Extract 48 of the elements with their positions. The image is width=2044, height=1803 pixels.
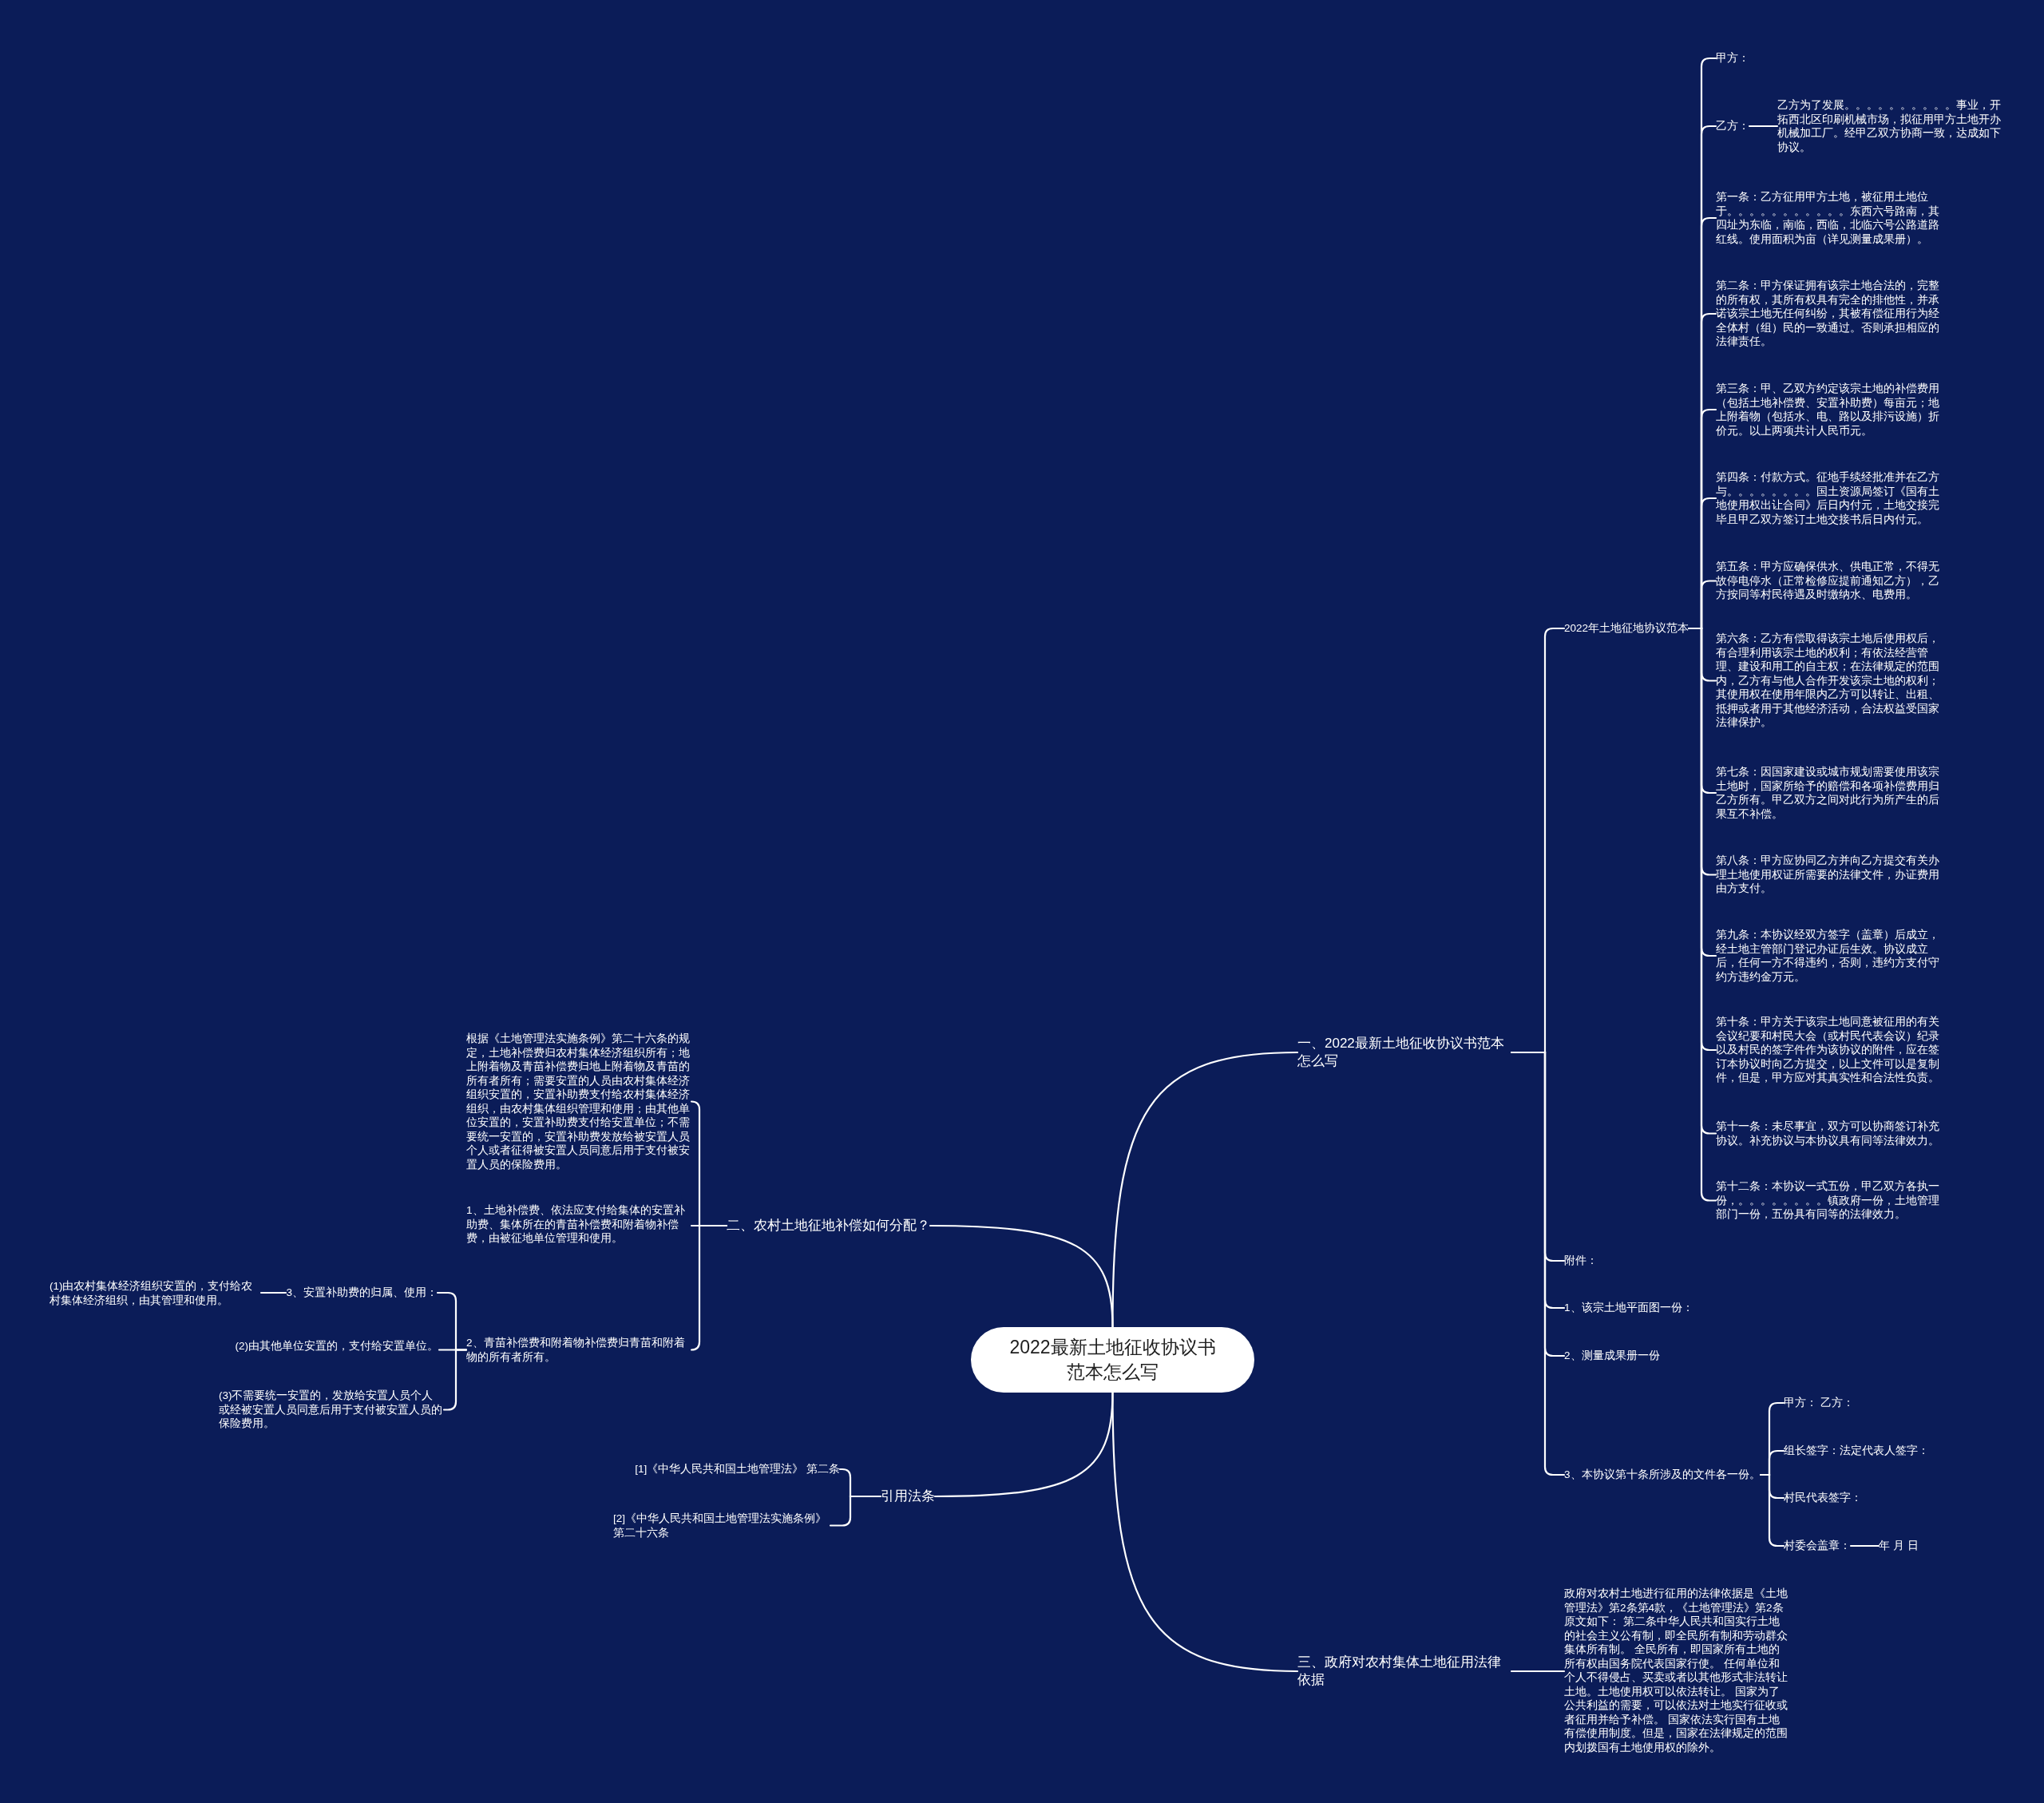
subtopic-text: 第四条：付款方式。征地手续经批准并在乙方与。。。。。。。。国土资源局签订《国有土地使用权出让合同》后日内付元，土地交接完毕且甲乙双方签订土地交接书后日内付元。 (1716, 470, 1941, 527)
subtopic-text: 年 月 日 (1879, 1539, 1919, 1553)
subtopic-text: 第八条：甲方应协同乙方并向乙方提交有关办理土地使用权证所需要的法律文件，办证费用由方支付。 (1716, 854, 1941, 896)
subtopic-text: 2、青苗补偿费和附着物补偿费归青苗和附着物的所有者所有。 (466, 1336, 691, 1365)
subtopic-text: 乙方为了发展。。。。。。。。。。事业，开拓西北区印刷机械市场，拟征用甲方土地开办机械加工厂。经甲乙双方协商一致，达成如下协议。 (1777, 98, 2002, 155)
connector-line (1748, 125, 1779, 128)
subtopic-text: 根据《土地管理法实施条例》第二十六条的规定，土地补偿费归农村集体经济组织所有；地上附着物及青苗补偿费归地上附着物及青苗的所有者所有；需要安置的人员由农村集体经济组织安置的，安置补助费支付给农村集体经济组织，由农村集体组织管理和使用；由其他单位安置的，安置补助费支付给安置单位；不需要统一安置的，安置补助费发放给被安置人员个人或者征得被安置人员同意后用于支付被安置人员的保险费用。 (466, 1032, 691, 1172)
central-topic: 2022最新土地征收协议书范本怎么写 (971, 1327, 1254, 1393)
connector-line (829, 1495, 882, 1527)
subtopic-text: 第十条：甲方关于该宗土地同意被征用的有关会议纪要和村民大会（或村民代表会议）纪录以及村民的签字件作为该协议的附件，应在签订本协议时向乙方提交，以上文件可以是复制件，但是，甲方应对其真实性和合法性负责。 (1716, 1015, 1941, 1085)
subtopic-text: 第三条：甲、乙双方约定该宗土地的补偿费用（包括土地补偿费、安置补助费）每亩元；地上附着物（包括水、电、路以及排污设施）折价元。以上两项共计人民币元。 (1716, 382, 1941, 438)
subtopic-text: 2、测量成果册一份 (1564, 1349, 1660, 1363)
subtopic-text: 1、该宗土地平面图一份： (1564, 1301, 1693, 1315)
subtopic-text: 组长签字：法定代表人签字： (1784, 1444, 1929, 1458)
subtopic-text: 1、土地补偿费、依法应支付给集体的安置补助费、集体所在的青苗补偿费和附着物补偿费，由被征地单位管理和使用。 (466, 1203, 691, 1246)
connector-line (1849, 1544, 1880, 1547)
subtopic-text: 第九条：本协议经双方签字（盖章）后成立，经土地主管部门登记办证后生效。协议成立后，任何一方不得违约，否则，违约方支付守约方违约金万元。 (1716, 928, 1941, 985)
subtopic-text: 第五条：甲方应确保供水、供电正常，不得无故停电停水（正常检修应提前通知乙方），乙方按同等村民待遇及时缴纳水、电费用。 (1716, 560, 1941, 602)
subtopic-text: (3)不需要统一安置的，发放给安置人员个人或经被安置人员同意后用于支付被安置人员的保险费用。 (219, 1389, 444, 1431)
branch-curve (933, 1391, 1114, 1498)
branch-curve (929, 1224, 1114, 1329)
connector-line (690, 1224, 728, 1351)
subtopic-text: 村委会盖章： (1784, 1539, 1851, 1553)
subtopic-text: 甲方： (1716, 51, 1749, 65)
subtopic-text: 第十一条：未尽事宜，双方可以协商签订补充协议。补充协议与本协议具有同等法律效力。 (1716, 1119, 1941, 1148)
subtopic-text: 政府对农村土地进行征用的法律依据是《土地管理法》第2条第4款，《土地管理法》第2条原文如下： 第二条中华人民共和国实行土地的社会主义公有制，即全民所有制和劳动群众集体所有制。 全民所有，即国家所有土地的所有权由国务院代表国家行使。 任何单位和个人不得侵占、买卖或者以其他形式非法转让土地。土地使用权可以依法转让。 国家为了公共利益的需要，可以依法对土地实行征收或者征用并给予补偿。 国家依法实行国有土地有偿使用制度。但是，国家在法律规定的范围内划拨国有土地使用权的除外。 (1564, 1587, 1789, 1755)
subtopic-text: 第一条：乙方征用甲方土地，被征用土地位于。。。。。。。。。。。东西六号路南，其四址为东临，南临，西临，北临六号公路道路红线。使用面积为亩（详见测量成果册）。 (1716, 190, 1941, 247)
subtopic-text: 村民代表签字： (1784, 1491, 1862, 1505)
subtopic-text: (1)由农村集体经济组织安置的，支付给农村集体经济组织，由其管理和使用。 (50, 1279, 261, 1308)
branch-topic: 一、2022最新土地征收协议书范本怎么写 (1297, 1035, 1511, 1071)
subtopic-text: (2)由其他单位安置的，支付给安置单位。 (235, 1339, 438, 1353)
subtopic-text: 第二条：甲方保证拥有该宗土地合法的，完整的所有权，其所有权具有完全的排他性，并承诺该宗土地无任何纠纷，其被有偿征用行为经全体村（组）民的一致通过。否则承担相应的法律责任。 (1716, 279, 1941, 349)
subtopic-text: 第七条：因国家建设或城市规划需要使用该宗土地时，国家所给予的赔偿和各项补偿费用归乙方所有。甲乙双方之间对此行为所产生的后果互不补偿。 (1716, 765, 1941, 822)
subtopic-text: 附件： (1564, 1254, 1598, 1268)
subtopic-text: [1]《中华人民共和国土地管理法》 第二条 (635, 1462, 840, 1476)
subtopic-text: 2022年土地征地协议范本 (1564, 621, 1689, 636)
connector-line (1510, 1670, 1566, 1673)
branch-topic: 三、政府对农村集体土地征用法律依据 (1297, 1654, 1511, 1690)
connector-line (259, 1291, 287, 1294)
subtopic-text: 乙方： (1716, 119, 1749, 133)
subtopic-text: 第十二条：本协议一式五份，甲乙双方各执一份，。。。。。。。。镇政府一份，土地管理部门一份，五份具有同等的法律效力。 (1716, 1179, 1941, 1222)
subtopic-text: [2]《中华人民共和国土地管理法实施条例》第二十六条 (613, 1512, 830, 1540)
subtopic-text: 3、本协议第十条所涉及的文件各一份。 (1564, 1468, 1761, 1482)
subtopic-text: 3、安置补助费的归属、使用： (286, 1286, 438, 1300)
subtopic-text: 甲方： 乙方： (1784, 1396, 1854, 1410)
branch-topic: 引用法条 (881, 1488, 935, 1506)
subtopic-text: 第六条：乙方有偿取得该宗土地后使用权后，有合理利用该宗土地的权利；有依法经营管理、建设和用工的自主权；在法律规定的范围内，乙方有与他人合作开发该宗土地的权利；其使用权在使用年限内乙方可以转让、出租、抵押或者用于其他经济活动，合法权益受国家法律保护。 (1716, 632, 1941, 730)
branch-topic: 二、农村土地征地补偿如何分配？ (727, 1217, 930, 1235)
